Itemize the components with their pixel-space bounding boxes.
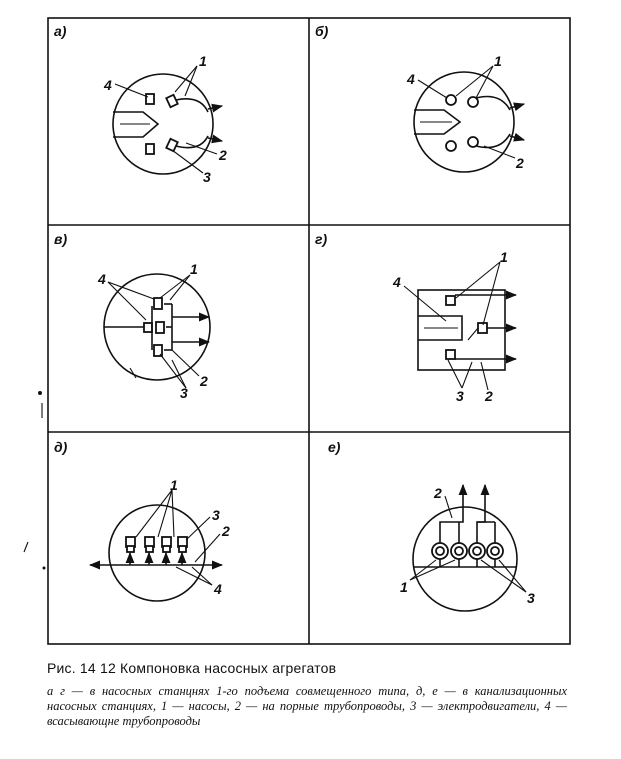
pump [467,136,479,148]
figure-caption: Рис. 14 12 Компоновка насосных агрегатов… [47,660,567,729]
panel-d-callouts: 1 3 2 4 [135,477,230,597]
pump [145,93,155,105]
speck [42,566,46,570]
caption-title: Рис. 14 12 Компоновка насосных агрегатов [47,660,337,676]
pump [155,321,165,334]
pump [145,143,155,155]
callout-1: 1 [170,477,178,493]
callout-4: 4 [103,77,112,93]
pump [153,344,163,357]
callout-2: 2 [199,373,208,389]
panel-g: г) 1 4 2 3 [315,231,518,404]
pump [445,140,457,152]
panel-v: в) 1 4 2 3 [54,231,211,401]
panel-g-callouts: 1 4 2 3 [392,249,508,404]
callout-1: 1 [400,579,408,595]
callout-1: 1 [199,53,207,69]
callout-3: 3 [527,590,535,606]
callout-3: 3 [203,169,211,185]
speck [38,391,42,395]
panel-grid [47,17,571,645]
pump [445,349,456,360]
callout-2: 2 [218,147,227,163]
callout-3: 3 [212,507,220,523]
pump [477,322,488,334]
panel-b: б) 1 4 2 [315,23,526,173]
callout-2: 2 [484,388,493,404]
callout-2: 2 [221,523,230,539]
pump [445,295,456,306]
panel-v-callouts: 1 4 2 3 [97,261,208,401]
callout-4: 4 [97,271,106,287]
callout-3: 3 [456,388,464,404]
panel-b-label: б) [315,23,329,39]
pump [445,94,457,106]
unit-row [125,536,188,553]
panel-v-label: в) [54,231,67,247]
callout-1: 1 [190,261,198,277]
panel-b-station [413,71,526,173]
callout-2: 2 [515,155,524,171]
callout-3: 3 [180,385,188,401]
panel-d-station [88,504,224,602]
panel-a-label: а) [54,23,67,39]
panel-g-station [417,289,518,371]
panel-e-station [412,483,518,612]
callout-4: 4 [406,71,415,87]
callout-4: 4 [392,274,401,290]
pump [153,297,163,310]
panel-d-label: д) [54,439,68,455]
pump [467,96,479,108]
caption-body: а г — в насосных станцнях 1-го подъема с… [47,684,567,728]
callout-4: 4 [213,581,222,597]
panel-a-station [112,73,224,175]
callout-1: 1 [500,249,508,265]
callout-2: 2 [433,485,442,501]
speck [23,541,29,553]
pump [165,93,179,109]
panel-b-callouts: 1 4 2 [406,53,524,171]
panel-e: е) 2 1 3 [328,439,535,612]
panel-d: д) 1 3 2 4 [54,439,230,602]
panel-e-callouts: 2 1 3 [400,485,535,606]
pump [165,137,179,153]
layout-figure: а) 1 4 2 3 б) [23,17,571,645]
panel-a: а) 1 4 2 3 [54,23,227,185]
callout-1: 1 [494,53,502,69]
panel-a-callouts: 1 4 2 3 [103,53,227,185]
panel-e-label: е) [328,439,341,455]
panel-g-label: г) [315,231,327,247]
panel-v-station [103,273,211,381]
